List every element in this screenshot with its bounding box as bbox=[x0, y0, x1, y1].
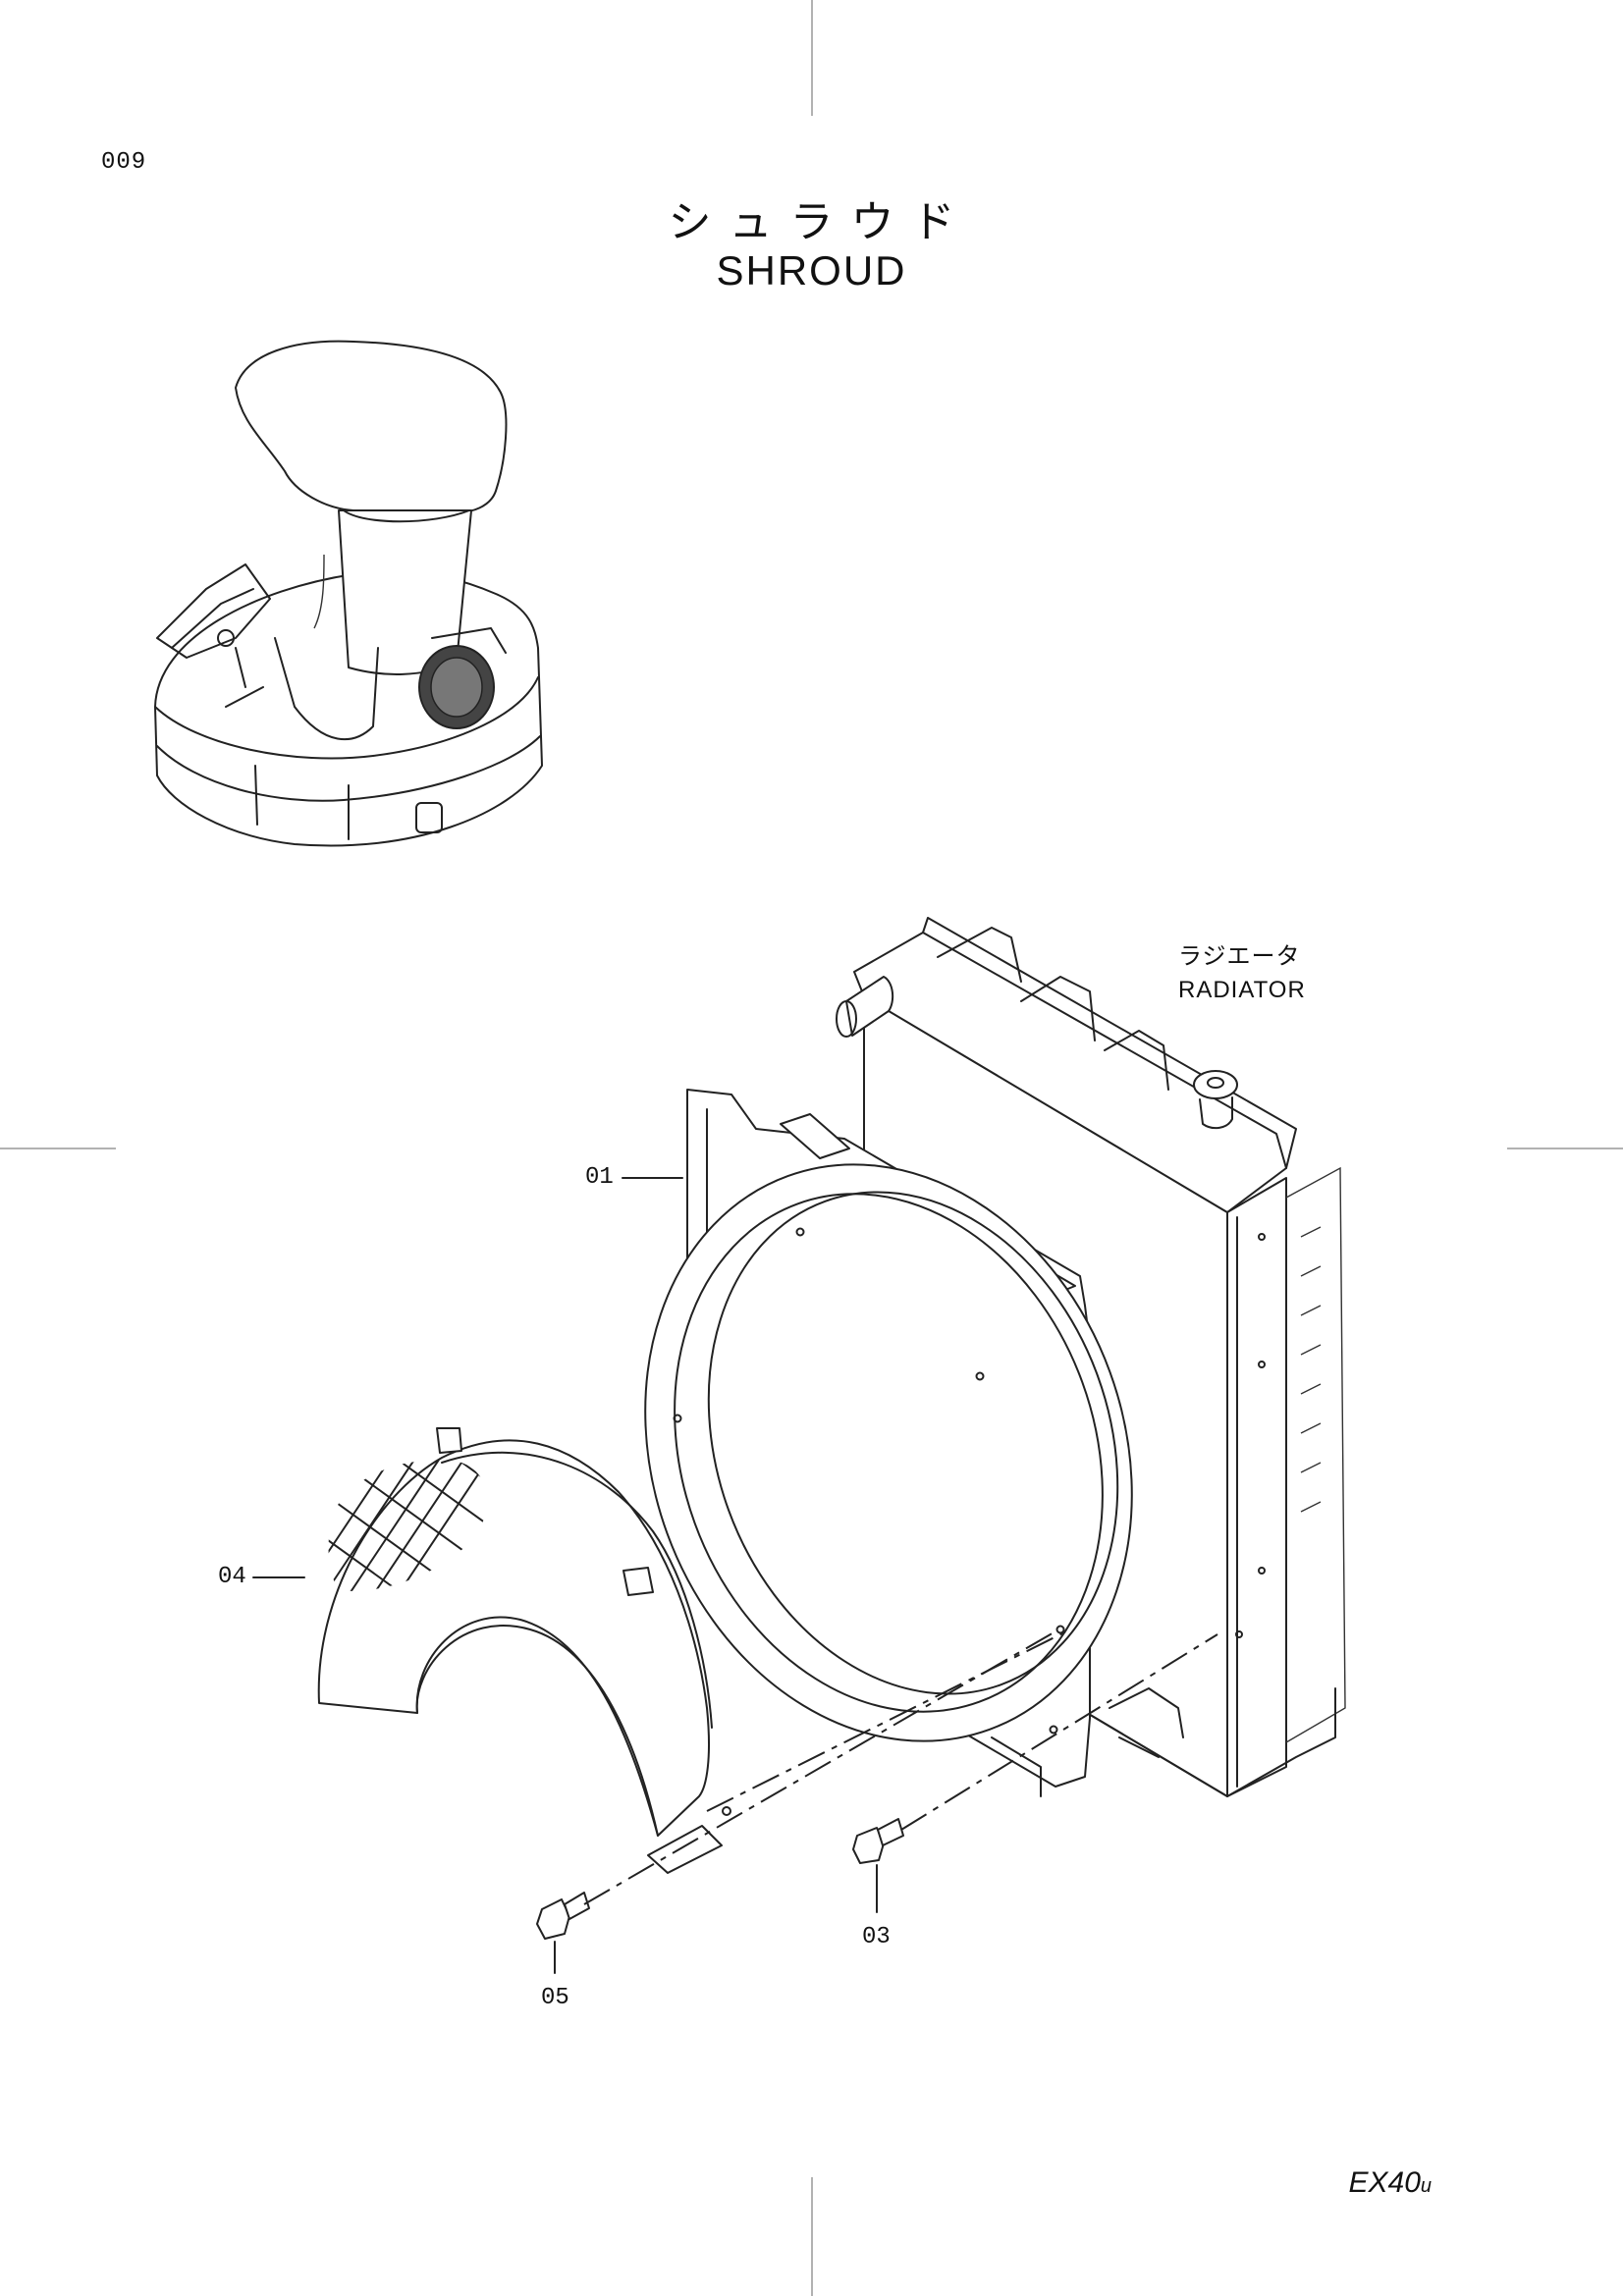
radiator-illustration bbox=[836, 917, 1346, 1797]
page-title-en: SHROUD bbox=[716, 247, 907, 294]
callout-03: 03 bbox=[862, 1924, 891, 1950]
radiator-label-jp: ラジエータ bbox=[1178, 943, 1301, 970]
page-title-jp: シュラウド bbox=[668, 197, 973, 247]
part-03-bolt bbox=[852, 1818, 904, 1864]
callout-04: 04 bbox=[218, 1564, 246, 1590]
mesh-grid bbox=[328, 1460, 488, 1591]
part-01-shroud bbox=[644, 1089, 1133, 1797]
radiator-label: ラジエータ RADIATOR bbox=[1178, 940, 1306, 1007]
radiator-label-en: RADIATOR bbox=[1178, 977, 1306, 1003]
part-05-bolt bbox=[536, 1892, 590, 1940]
machine-overview-illustration bbox=[154, 340, 543, 847]
assembly-lines bbox=[583, 1629, 1218, 1905]
model-suffix: u bbox=[1420, 2175, 1432, 2197]
callout-01: 01 bbox=[585, 1164, 614, 1191]
model-code: EX40u bbox=[1348, 2166, 1432, 2200]
leader-lines bbox=[252, 1177, 878, 1974]
model-name: EX40 bbox=[1348, 2166, 1421, 2199]
part-04-fan-guard bbox=[317, 1427, 731, 1874]
page-number: 009 bbox=[101, 149, 147, 176]
callout-05: 05 bbox=[541, 1985, 569, 2011]
